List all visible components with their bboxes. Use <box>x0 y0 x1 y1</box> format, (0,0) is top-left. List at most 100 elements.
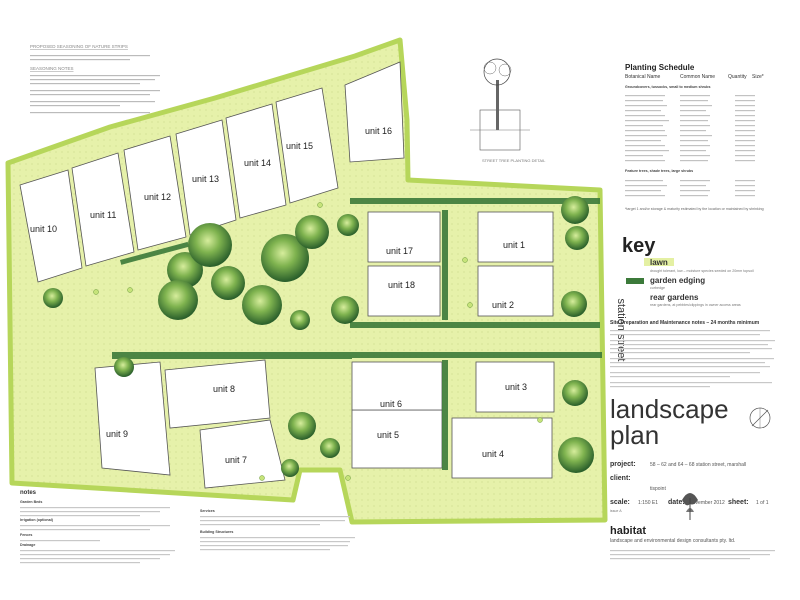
unit-label-12: unit 12 <box>144 192 171 202</box>
sheet-value: 1 of 1 <box>756 500 769 506</box>
brand-name: habitat <box>610 525 646 537</box>
strip-notes: PROPOSED SEASONING OF NATURE STRIPS SEAS… <box>30 44 160 114</box>
unit-1-footprint <box>477 211 554 263</box>
unit-17-footprint <box>367 211 441 263</box>
unit-12-footprint <box>123 135 187 251</box>
tree-canopy <box>167 252 203 288</box>
schedule-col-botanical: Botanical Name <box>625 74 661 80</box>
tree-canopy <box>561 196 589 224</box>
unit-11-footprint <box>71 152 135 267</box>
key-title: key <box>622 235 656 257</box>
tree-canopy <box>288 412 316 440</box>
tree-canopy <box>281 459 299 477</box>
note-irrigation: Irrigation (optional) <box>20 518 54 522</box>
tree-canopy <box>114 357 134 377</box>
unit-label-8: unit 8 <box>213 384 235 394</box>
unit-8-footprint <box>164 359 271 429</box>
building-footprints <box>19 61 555 489</box>
key-item-rear-gardens: rear gardens <box>650 293 699 302</box>
edging-strip <box>442 210 448 320</box>
tree-canopy <box>158 280 198 320</box>
key-note-lawn: drought tolerant, low – moisture species… <box>650 269 754 273</box>
unit-label-10: unit 10 <box>30 224 57 234</box>
tree-canopy <box>337 214 359 236</box>
unit-13-footprint <box>175 119 237 236</box>
tree-canopy <box>188 223 232 267</box>
key-note-garden-edging: curbedge <box>650 286 665 290</box>
street-tree-detail-caption: STREET TREE PLANTING DETAIL <box>482 158 546 163</box>
shrub <box>467 302 473 308</box>
unit-label-1: unit 1 <box>503 240 525 250</box>
unit-label-4: unit 4 <box>482 449 504 459</box>
unit-14-footprint <box>225 103 287 219</box>
notes-heading: notes <box>20 490 37 496</box>
shrub <box>537 417 543 423</box>
shrub <box>127 287 133 293</box>
unit-16-footprint <box>344 61 405 163</box>
unit-label-18: unit 18 <box>388 280 415 290</box>
plan-title-line-1: landscape <box>610 394 729 424</box>
garden-edging <box>112 198 602 470</box>
unit-label-11: unit 11 <box>90 210 116 220</box>
edging-strip <box>350 198 600 204</box>
client-value: tispoint <box>650 486 666 492</box>
tree-canopy <box>320 438 340 458</box>
shrub <box>93 289 99 295</box>
unit-label-2: unit 2 <box>492 300 514 310</box>
key-item-garden-edging: garden edging <box>650 276 705 285</box>
brand-tagline: landscape and environmental design consu… <box>610 538 735 544</box>
shrub <box>259 475 265 481</box>
tree-canopy <box>290 310 310 330</box>
unit-3-footprint <box>475 361 555 413</box>
shrub <box>345 475 351 481</box>
edging-strip <box>350 322 600 328</box>
unit-9-footprint <box>94 361 171 476</box>
unit-2-footprint <box>477 265 554 317</box>
schedule-section-trees: Feature trees, shade trees, large shrubs <box>625 169 693 173</box>
key-swatch-lawn <box>644 258 674 266</box>
scale-value: 1:150 E1 <box>638 500 658 506</box>
unit-label-17: unit 17 <box>386 246 413 256</box>
unit-label-9: unit 9 <box>106 429 128 439</box>
legend-key: key lawn drought tolerant, low – moistur… <box>610 235 775 388</box>
client-label: client: <box>610 475 631 482</box>
key-item-lawn: lawn <box>650 258 668 267</box>
unit-label-16: unit 16 <box>365 126 392 136</box>
key-note-rear-gardens: rear gardens, at pebbles/clippings in ow… <box>650 303 741 307</box>
unit-7-footprint <box>199 419 286 489</box>
unit-label-5: unit 5 <box>377 430 399 440</box>
edging-strip <box>442 360 448 470</box>
tree-canopy <box>295 215 329 249</box>
date-value: november 2012 <box>690 500 725 506</box>
key-swatch-edging <box>626 278 644 284</box>
tree-canopy <box>562 380 588 406</box>
strip-notes-sub: SEASONING NOTES <box>30 66 74 71</box>
tree-canopy <box>261 234 309 282</box>
unit-labels: unit 10 unit 11 unit 12 unit 13 unit 14 … <box>30 126 527 465</box>
tree-canopy <box>331 296 359 324</box>
unit-label-13: unit 13 <box>192 174 219 184</box>
project-label: project: <box>610 461 636 468</box>
edging-strip <box>120 241 189 265</box>
shrub <box>317 202 323 208</box>
unit-10-footprint <box>19 169 83 283</box>
habitat-logo <box>682 493 698 520</box>
shrub <box>462 257 468 263</box>
tree-canopy <box>561 291 587 317</box>
schedule-col-size: Size* <box>752 74 764 80</box>
title-block: landscape plan project: 58 – 62 and 64 –… <box>610 394 775 560</box>
tree-canopy <box>242 285 282 325</box>
tree-canopy <box>43 288 63 308</box>
unit-label-15: unit 15 <box>286 141 313 151</box>
schedule-footer: *target 1 and/or storage & maturity esti… <box>625 207 764 211</box>
edging-strip <box>112 352 352 359</box>
strip-notes-heading: PROPOSED SEASONING OF NATURE STRIPS <box>30 44 128 49</box>
planting-schedule-title: Planting Schedule <box>625 63 695 72</box>
site-prep-heading: Site Preparation and Maintenance notes –… <box>610 320 760 326</box>
street-tree-detail: STREET TREE PLANTING DETAIL <box>470 58 546 163</box>
tree-canopy <box>211 266 245 300</box>
planting-schedule: Planting Schedule Botanical Name Common … <box>625 63 764 211</box>
tree-canopy <box>558 437 594 473</box>
schedule-col-quantity: Quantity <box>728 74 747 80</box>
